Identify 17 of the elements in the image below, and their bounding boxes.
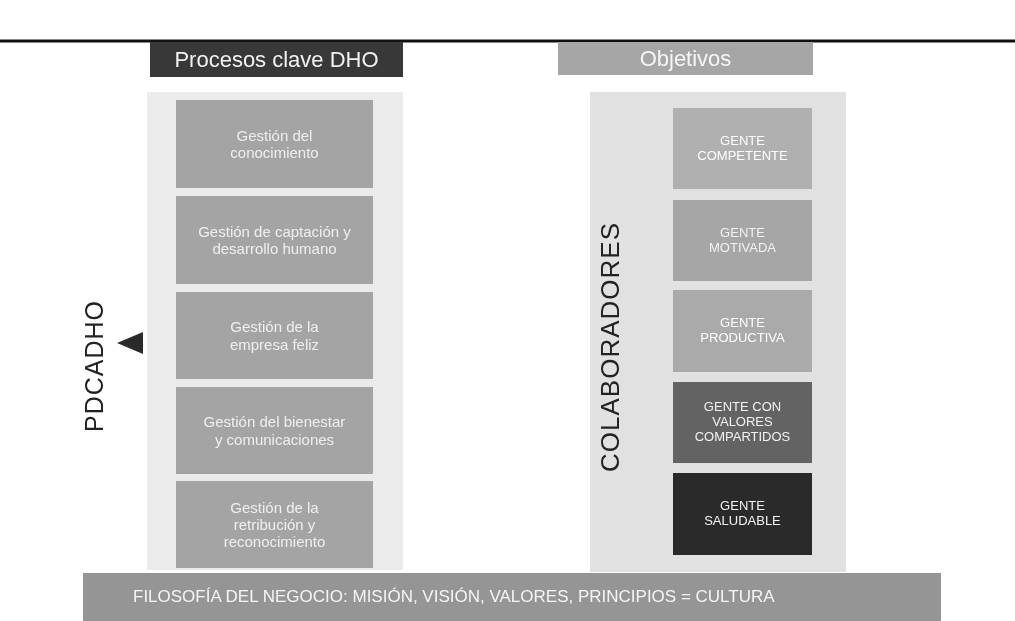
- vertical-label: COLABORADORES: [596, 222, 626, 472]
- objective-box: GENTE CON VALORES COMPARTIDOS: [673, 382, 812, 463]
- header-bar: Procesos clave DHO: [150, 42, 403, 77]
- process-box: Gestión del bienestar y comunicaciones: [176, 387, 373, 474]
- objective-box: GENTE MOTIVADA: [673, 200, 812, 281]
- objective-box: GENTE SALUDABLE: [673, 473, 812, 555]
- panel: [147, 92, 403, 570]
- objective-box: GENTE PRODUCTIVA: [673, 290, 812, 372]
- objective-box: GENTE COMPETENTE: [673, 108, 812, 189]
- foundation-band: FILOSOFÍA DEL NEGOCIO: MISIÓN, VISIÓN, VALORES, PRINCIPIOS = CULTURA: [83, 573, 941, 621]
- vertical-label: PDCADHO: [80, 300, 109, 432]
- process-box: Gestión de la retribución y reconocimiento: [176, 481, 373, 568]
- panel: [590, 92, 846, 572]
- process-box: Gestión del conocimiento: [176, 100, 373, 188]
- header-bar: Objetivos: [558, 42, 813, 75]
- process-box: Gestión de captación y desarrollo humano: [176, 196, 373, 284]
- process-box: Gestión de la empresa feliz: [176, 292, 373, 379]
